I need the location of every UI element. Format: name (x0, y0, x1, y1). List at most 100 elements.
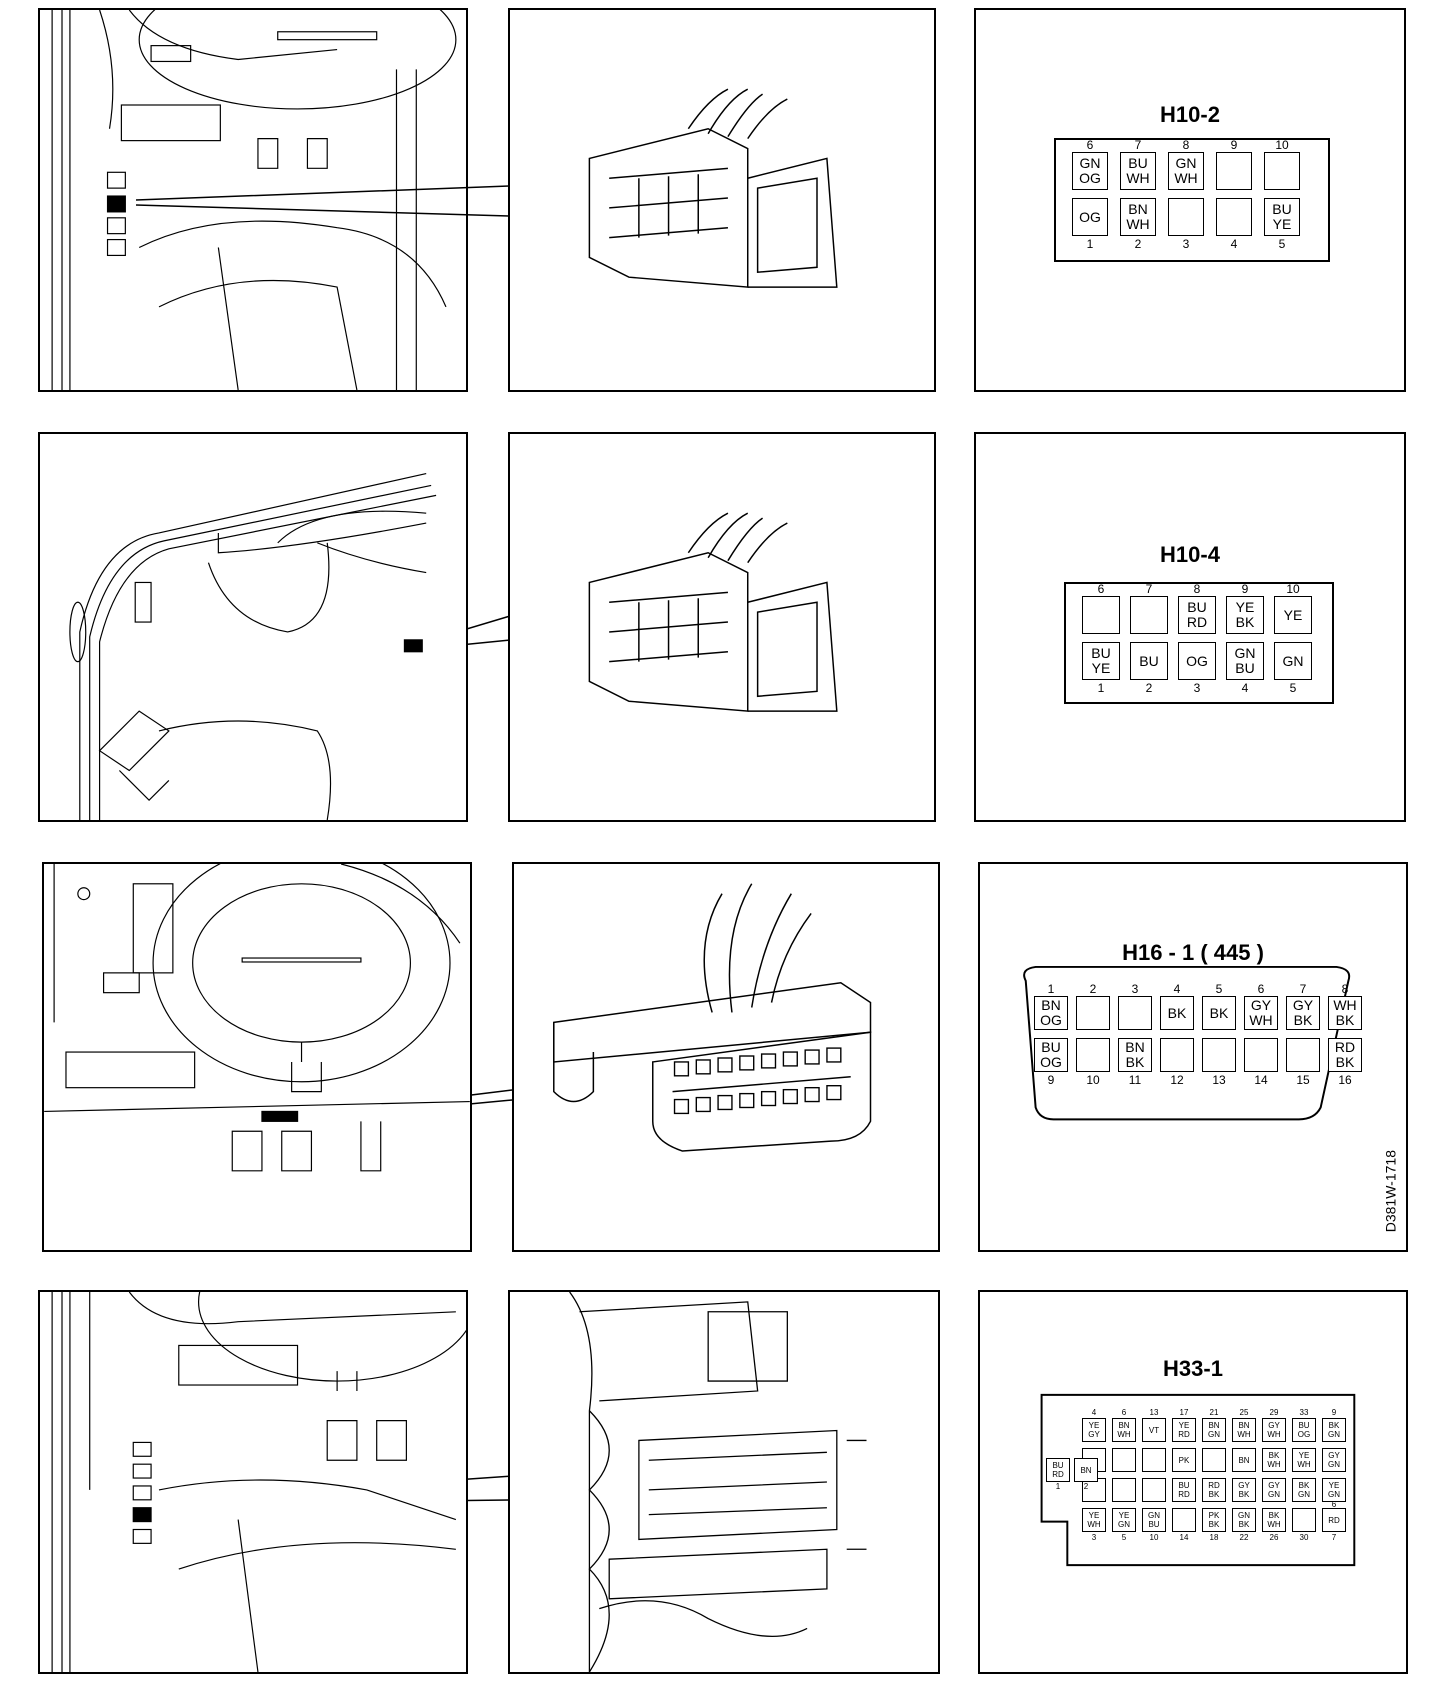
wire-color: GN (1118, 1520, 1130, 1529)
pin-number: 5 (1121, 1533, 1127, 1542)
pin-cell: BN (1232, 1448, 1256, 1472)
pin-cell: OG (1072, 198, 1108, 236)
obd-connector-outline (1023, 965, 1351, 1121)
location-view-1 (38, 8, 468, 392)
obd-cavity (673, 1061, 690, 1077)
wire-color: YE (1272, 216, 1292, 232)
wire-color: BK (1328, 1421, 1340, 1430)
pin-cell: GN (1274, 642, 1312, 680)
wiring-harness-illustration-4 (569, 1292, 867, 1672)
connector-view-1 (508, 8, 936, 392)
pin-cell: OG (1178, 642, 1216, 680)
wire-color: WH (1297, 1460, 1311, 1469)
pin-number: 1 (1097, 681, 1105, 695)
pin-number: 3 (1131, 982, 1139, 996)
pin-cell (1202, 1448, 1226, 1472)
connector-view-4 (508, 1290, 940, 1674)
pin-number: 6 (1097, 582, 1105, 596)
pin-number: 8 (1193, 582, 1201, 596)
pin-number: 25 (1239, 1408, 1249, 1417)
pin-number: 3 (1193, 681, 1201, 695)
pinout-frame (1064, 582, 1334, 704)
pin-number: 4 (1230, 237, 1238, 251)
wire-color: PK (1178, 1455, 1190, 1465)
wire-color: RD (1178, 1490, 1190, 1499)
wire-color: WH (1174, 170, 1198, 186)
wire-color: RD (1208, 1481, 1220, 1490)
obd-cavity (673, 1098, 690, 1115)
connector-view-2 (508, 432, 936, 822)
pin-number: 26 (1269, 1533, 1279, 1542)
pin-number: 9 (1331, 1408, 1337, 1417)
pin-number: 7 (1299, 982, 1307, 996)
wire-color: BK (1167, 1004, 1187, 1021)
wire-color: RD (1334, 1039, 1356, 1055)
pin-cell (1082, 596, 1120, 634)
wire-color: PK (1208, 1511, 1220, 1520)
wire-color: GN (1175, 155, 1197, 171)
obd-cavity (782, 1051, 798, 1067)
wire-color: BK (1125, 1054, 1145, 1070)
connector-illustration-1 (588, 88, 838, 288)
obd-cavity (782, 1088, 798, 1105)
wire-color: GN (1298, 1490, 1310, 1499)
wire-color: WH (1333, 997, 1357, 1013)
wire-color: WH (1126, 170, 1150, 186)
pin-cell (1112, 1448, 1136, 1472)
wire-color: WH (1237, 1430, 1251, 1439)
wire-color: BN (1208, 1421, 1220, 1430)
pin-number: 29 (1269, 1408, 1279, 1417)
pin-number: 14 (1254, 1073, 1268, 1087)
wire-color: WH (1267, 1460, 1281, 1469)
wire-color: YE (1088, 1421, 1100, 1430)
wire-color: GN (1234, 645, 1256, 661)
pin-number: 3 (1182, 237, 1190, 251)
pin-number: 13 (1212, 1073, 1226, 1087)
wire-color: BU (1272, 201, 1292, 217)
wire-color: BN (1080, 1465, 1092, 1475)
obd-cavity (760, 1053, 777, 1069)
location-view-2 (38, 432, 468, 822)
wire-color: BU (1178, 1481, 1190, 1490)
connector-view-3 (512, 862, 940, 1252)
wire-color: YE (1328, 1481, 1340, 1490)
wire-color: GN (1148, 1511, 1160, 1520)
wire-color: BK (1293, 1012, 1313, 1028)
pin-cell: BK (1160, 996, 1194, 1030)
pin-number: 10 (1149, 1533, 1159, 1542)
wire-color: YE (1178, 1421, 1190, 1430)
wire-color: OG (1297, 1430, 1311, 1439)
pin-cell: BU (1130, 642, 1168, 680)
obd-cavity (717, 1094, 733, 1111)
wire-color: OG (1040, 1012, 1062, 1028)
dashboard-illustration-4 (51, 1292, 466, 1672)
wire-color: BK (1208, 1520, 1220, 1529)
pin-cell (1112, 1478, 1136, 1502)
connector-title: H10-4 (1160, 542, 1220, 567)
wire-color: WH (1117, 1430, 1131, 1439)
wire-color: BK (1268, 1511, 1280, 1520)
obd-cavity-drawing (673, 1047, 842, 1115)
pin-number: 16 (1338, 1073, 1352, 1087)
wire-color: BK (1235, 614, 1255, 630)
pin-cell: VT (1142, 1418, 1166, 1442)
pin-number: 4 (1241, 681, 1249, 695)
pin-number: 21 (1209, 1408, 1219, 1417)
